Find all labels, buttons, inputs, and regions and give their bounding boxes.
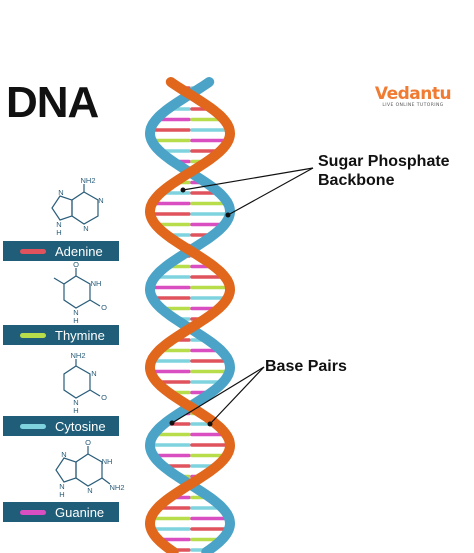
cytosine-h: H — [73, 406, 78, 414]
blue-strand — [144, 77, 236, 553]
cytosine-o: O — [101, 393, 107, 402]
backbone-pointer-line — [227, 167, 314, 216]
guanine-structure-icon: O NH2 N NH N N H — [55, 438, 125, 499]
backbone-callout-line1: Sugar Phosphate — [318, 153, 450, 170]
callout-pointers — [169, 167, 314, 427]
thymine-o-side: O — [101, 303, 107, 312]
guanine-o: O — [85, 438, 91, 447]
legend-guanine: Guanine — [3, 502, 119, 522]
base-pair-pointer-line — [209, 366, 265, 425]
brand-name: Vedantu — [374, 84, 452, 104]
brand-tagline: LIVE ONLINE TUTORING — [382, 103, 444, 108]
cytosine-label: Cytosine — [55, 418, 106, 434]
thymine-label: Thymine — [55, 327, 105, 343]
adenine-nh2: NH2 — [80, 176, 95, 185]
thymine-o-top: O — [73, 262, 79, 269]
base-pairs-callout: Base Pairs — [265, 358, 347, 375]
legend-cytosine: Cytosine — [3, 416, 119, 436]
pointer-dot — [169, 420, 175, 426]
cytosine-n3: N — [91, 369, 96, 378]
thymine-swatch — [20, 332, 46, 338]
thymine-structure-icon: O O NH N H — [53, 262, 107, 324]
guanine-n7: N — [61, 450, 66, 459]
thymine-h: H — [73, 316, 78, 324]
guanine-n3: N — [87, 486, 92, 495]
adenine-swatch — [20, 248, 46, 254]
backbone-callout: Sugar Phosphate Backbone — [318, 152, 450, 190]
pointer-dot — [180, 187, 186, 193]
guanine-nh2: NH2 — [109, 483, 124, 492]
guanine-nh: NH — [102, 457, 113, 466]
adenine-n9: N — [56, 220, 61, 229]
thymine-nh: NH — [91, 279, 102, 288]
helix-strands — [144, 77, 236, 553]
guanine-h: H — [59, 490, 64, 499]
page-title: DNA — [6, 78, 99, 127]
adenine-n7: N — [58, 188, 63, 197]
guanine-n9: N — [59, 482, 64, 491]
adenine-n1: N — [98, 196, 103, 205]
cytosine-nh2: NH2 — [70, 352, 85, 360]
cytosine-swatch — [20, 423, 46, 429]
legend-thymine: Thymine — [3, 325, 119, 345]
brand-logo: Vedantu LIVE ONLINE TUTORING — [372, 84, 454, 108]
pointer-dot — [225, 212, 231, 218]
adenine-structure-icon: NH2 N N N N H — [51, 176, 104, 237]
backbone-pointer-line — [182, 167, 314, 191]
thymine-n: N — [73, 308, 78, 317]
base-pair-pointer-line — [171, 366, 265, 424]
orange-strand — [144, 77, 236, 553]
adenine-n3: N — [83, 224, 88, 233]
guanine-swatch — [20, 509, 46, 515]
cytosine-n1: N — [73, 398, 78, 407]
guanine-label: Guanine — [55, 504, 105, 520]
cytosine-structure-icon: NH2 O N N H — [63, 352, 107, 414]
legend-adenine: Adenine — [3, 241, 119, 261]
backbone-callout-line2: Backbone — [318, 172, 395, 189]
adenine-label: Adenine — [55, 243, 103, 259]
pointer-dot — [207, 421, 213, 427]
adenine-h: H — [56, 228, 61, 237]
